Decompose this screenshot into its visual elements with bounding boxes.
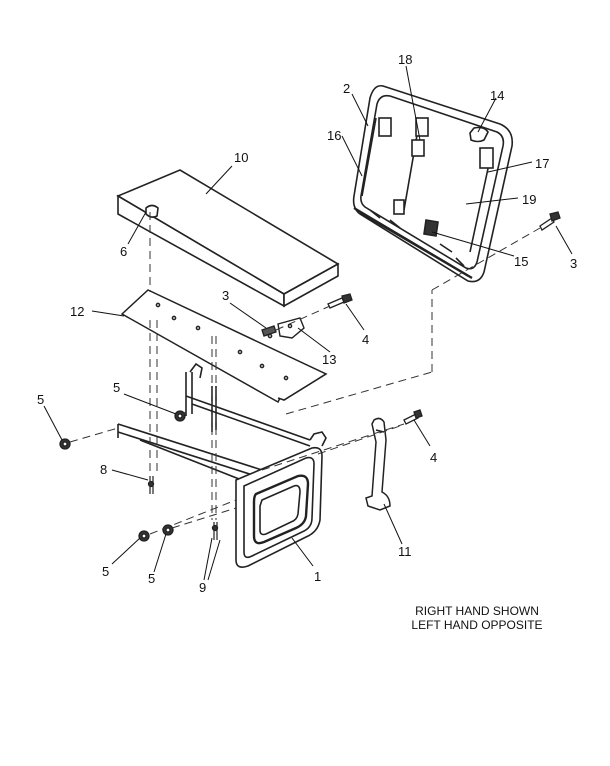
- seat-cushion: [116, 169, 340, 308]
- callout-8: 8: [100, 462, 107, 477]
- callout-17: 17: [535, 156, 549, 171]
- callout-11: 11: [398, 544, 412, 559]
- callout-14: 14: [490, 88, 504, 103]
- callout-4-right: 4: [430, 450, 437, 465]
- callout-labels: 1 2 3 3 4 4 5 5 5 5 6 8 9 10 11 12 13 14…: [37, 52, 577, 595]
- callout-13: 13: [322, 352, 336, 367]
- callout-6: 6: [120, 244, 127, 259]
- seat-frame: [117, 362, 327, 568]
- leader-lines: [43, 65, 573, 581]
- orientation-note: RIGHT HAND SHOWN LEFT HAND OPPOSITE: [392, 604, 562, 632]
- callout-18: 18: [398, 52, 412, 67]
- callout-5-lower-right: 5: [148, 571, 155, 586]
- seat-pan: [120, 289, 328, 404]
- callout-5-lower-left: 5: [102, 564, 109, 579]
- callout-9: 9: [199, 580, 206, 595]
- callout-2: 2: [343, 81, 350, 96]
- callout-5-upper: 5: [113, 380, 120, 395]
- callout-1: 1: [314, 569, 321, 584]
- callout-19: 19: [522, 192, 536, 207]
- seat-back-frame: [352, 84, 514, 283]
- callout-12: 12: [70, 304, 84, 319]
- note-line-1: RIGHT HAND SHOWN: [415, 604, 539, 618]
- assembly-lines: [69, 212, 541, 535]
- callout-15: 15: [514, 254, 528, 269]
- callout-3-right: 3: [570, 256, 577, 271]
- callout-4-top: 4: [362, 332, 369, 347]
- callout-16: 16: [327, 128, 341, 143]
- mount-bracket: [277, 317, 305, 339]
- callout-10: 10: [234, 150, 248, 165]
- fasteners: [59, 211, 561, 542]
- note-line-2: LEFT HAND OPPOSITE: [411, 618, 543, 632]
- callout-3-middle: 3: [222, 288, 229, 303]
- callout-5-left: 5: [37, 392, 44, 407]
